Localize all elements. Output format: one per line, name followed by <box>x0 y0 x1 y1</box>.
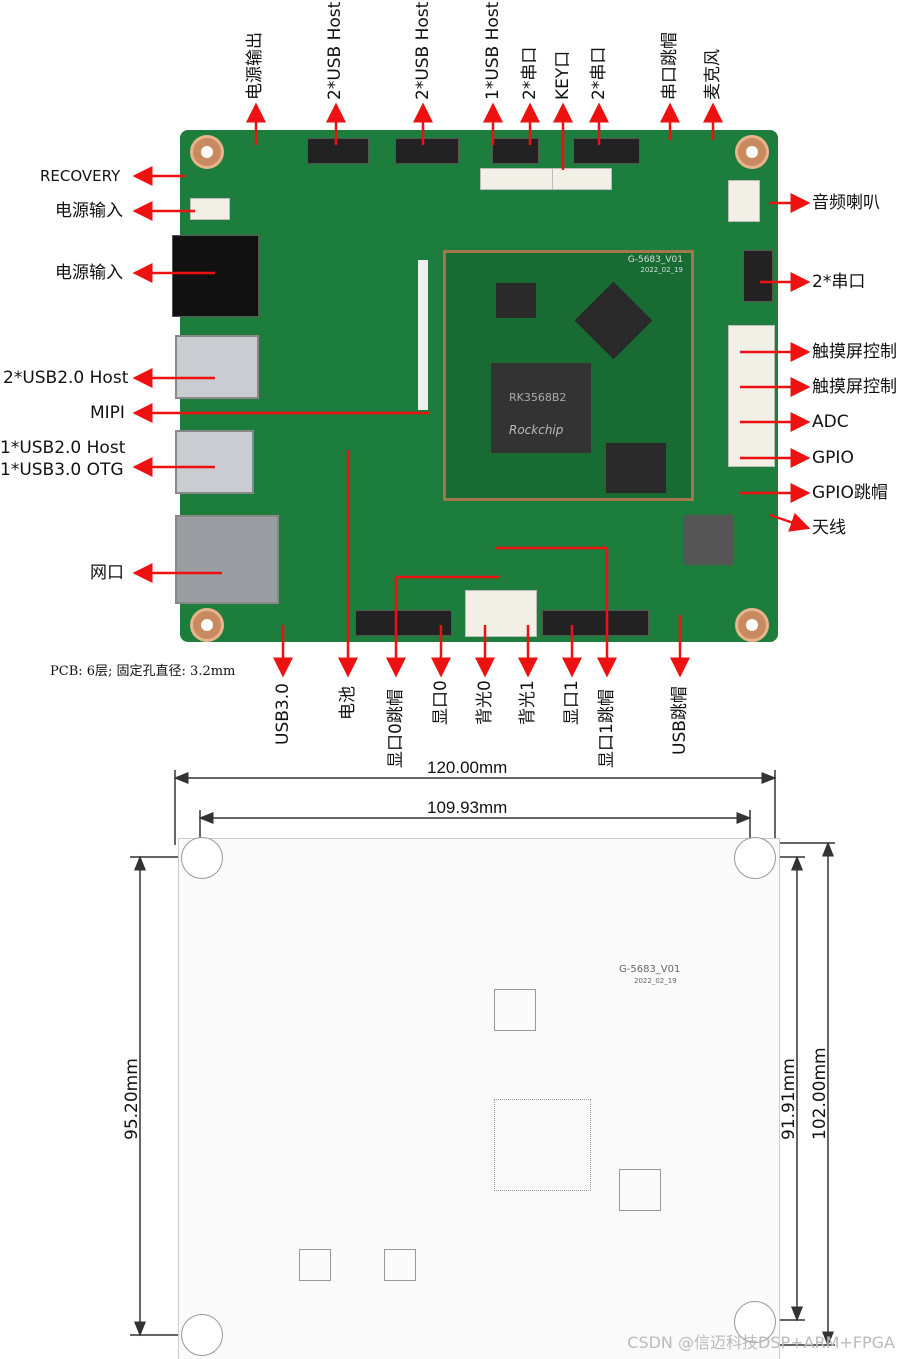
drawing-date-text: 2022_02_19 <box>634 977 677 985</box>
dim-outer-width: 120.00mm <box>427 758 508 777</box>
display1-header <box>542 610 649 636</box>
dim-outer-height: 102.00mm <box>810 1047 830 1140</box>
drawing-hole <box>734 1301 776 1343</box>
side-connectors <box>728 325 775 467</box>
pcb-note: PCB: 6层; 固定孔直径: 3.2mm <box>50 664 236 679</box>
label-antenna: 天线 <box>812 518 846 538</box>
label-display1: 显口1 <box>562 680 582 725</box>
label-uart-right: 2*串口 <box>812 272 866 292</box>
label-usb3-otg: 1*USB3.0 OTG <box>0 460 124 480</box>
label-touch-1: 触摸屏控制 <box>812 342 897 362</box>
uart-header <box>743 250 773 302</box>
power-input-connector <box>190 198 230 220</box>
backlight-connector <box>465 590 537 637</box>
mount-hole <box>735 135 769 169</box>
usb3-port <box>175 430 254 494</box>
label-uart-jumper: 串口跳帽 <box>660 32 680 100</box>
speaker-connector <box>728 180 760 222</box>
drawing-model-text: G-5683_V01 <box>619 964 681 975</box>
board-model-text: G-5683_V01 <box>627 255 683 265</box>
label-key: KEY口 <box>553 50 573 100</box>
soc-brand: Rockchip <box>509 423 564 437</box>
drawing-hole <box>734 837 776 879</box>
label-gpio: GPIO <box>812 448 854 468</box>
label-usb-host-3: 1*USB Host <box>483 1 503 100</box>
usb-header <box>307 138 369 164</box>
ethernet-port <box>175 515 279 604</box>
label-display0: 显口0 <box>431 680 451 725</box>
mount-hole <box>735 608 769 642</box>
label-usb2-host-2: 1*USB2.0 Host <box>0 438 126 458</box>
soc-label: RK3568B2 <box>509 391 567 404</box>
drawing-hole <box>181 1314 223 1356</box>
label-touch-2: 触摸屏控制 <box>812 377 897 397</box>
drawing-soc <box>494 1099 591 1191</box>
label-usb2-host: 2*USB2.0 Host <box>3 368 129 388</box>
wifi-module <box>683 515 733 565</box>
pcb-mechanical-drawing: G-5683_V01 2022_02_19 <box>178 837 780 1359</box>
label-mipi: MIPI <box>90 403 125 423</box>
dim-hole-width: 109.93mm <box>427 798 508 817</box>
drawing-chip <box>619 1169 661 1211</box>
dim-hole-height-right: 91.91mm <box>779 1058 799 1140</box>
usb2-port <box>175 335 259 399</box>
label-power-input-2: 电源输入 <box>55 263 123 283</box>
label-display0-jumper: 显口0跳帽 <box>386 689 406 768</box>
label-backlight1: 背光1 <box>518 680 538 725</box>
watermark: CSDN @信迈科技DSP+ARM+FPGA <box>627 1333 895 1352</box>
drawing-hole <box>181 837 223 879</box>
mount-hole <box>190 135 224 169</box>
pcb-board-photo: G-5683_V01 2022_02_19 RK3568B2 Rockchip <box>172 130 778 642</box>
mount-hole <box>190 608 224 642</box>
label-power-output: 电源输出 <box>245 32 265 100</box>
label-gpio-jumper: GPIO跳帽 <box>812 483 888 503</box>
drawing-chip <box>494 989 536 1031</box>
board-date-text: 2022_02_19 <box>640 266 683 274</box>
pmic-chip <box>496 283 536 318</box>
display0-header <box>355 610 452 636</box>
label-recovery: RECOVERY <box>40 167 121 185</box>
soc-chip: RK3568B2 Rockchip <box>491 363 591 453</box>
label-uart-top-2: 2*串口 <box>589 46 609 100</box>
label-power-input-1: 电源输入 <box>55 201 123 221</box>
label-usb-jumper: USB跳帽 <box>670 686 690 755</box>
usb-header <box>395 138 459 164</box>
label-battery: 电池 <box>338 686 358 720</box>
label-microphone: 麦克风 <box>703 49 723 100</box>
label-adc: ADC <box>812 412 849 432</box>
dim-hole-height-left: 95.20mm <box>122 1058 142 1140</box>
mipi-connector <box>418 260 428 410</box>
label-usb30: USB3.0 <box>273 683 293 745</box>
label-usb-host-2: 2*USB Host <box>413 1 433 100</box>
emmc-chip <box>606 443 666 493</box>
label-speaker: 音频喇叭 <box>812 193 880 213</box>
drawing-chip <box>384 1249 416 1281</box>
label-uart-top-1: 2*串口 <box>520 46 540 100</box>
label-display1-jumper: 显口1跳帽 <box>597 689 617 768</box>
label-ethernet: 网口 <box>90 563 124 583</box>
label-usb-host-1: 2*USB Host <box>325 1 345 100</box>
dc-jack <box>172 235 259 317</box>
som-module: G-5683_V01 2022_02_19 RK3568B2 Rockchip <box>443 250 694 501</box>
uart-header <box>573 138 640 164</box>
label-backlight0: 背光0 <box>475 680 495 725</box>
drawing-chip <box>299 1249 331 1281</box>
key-connector <box>552 168 612 190</box>
